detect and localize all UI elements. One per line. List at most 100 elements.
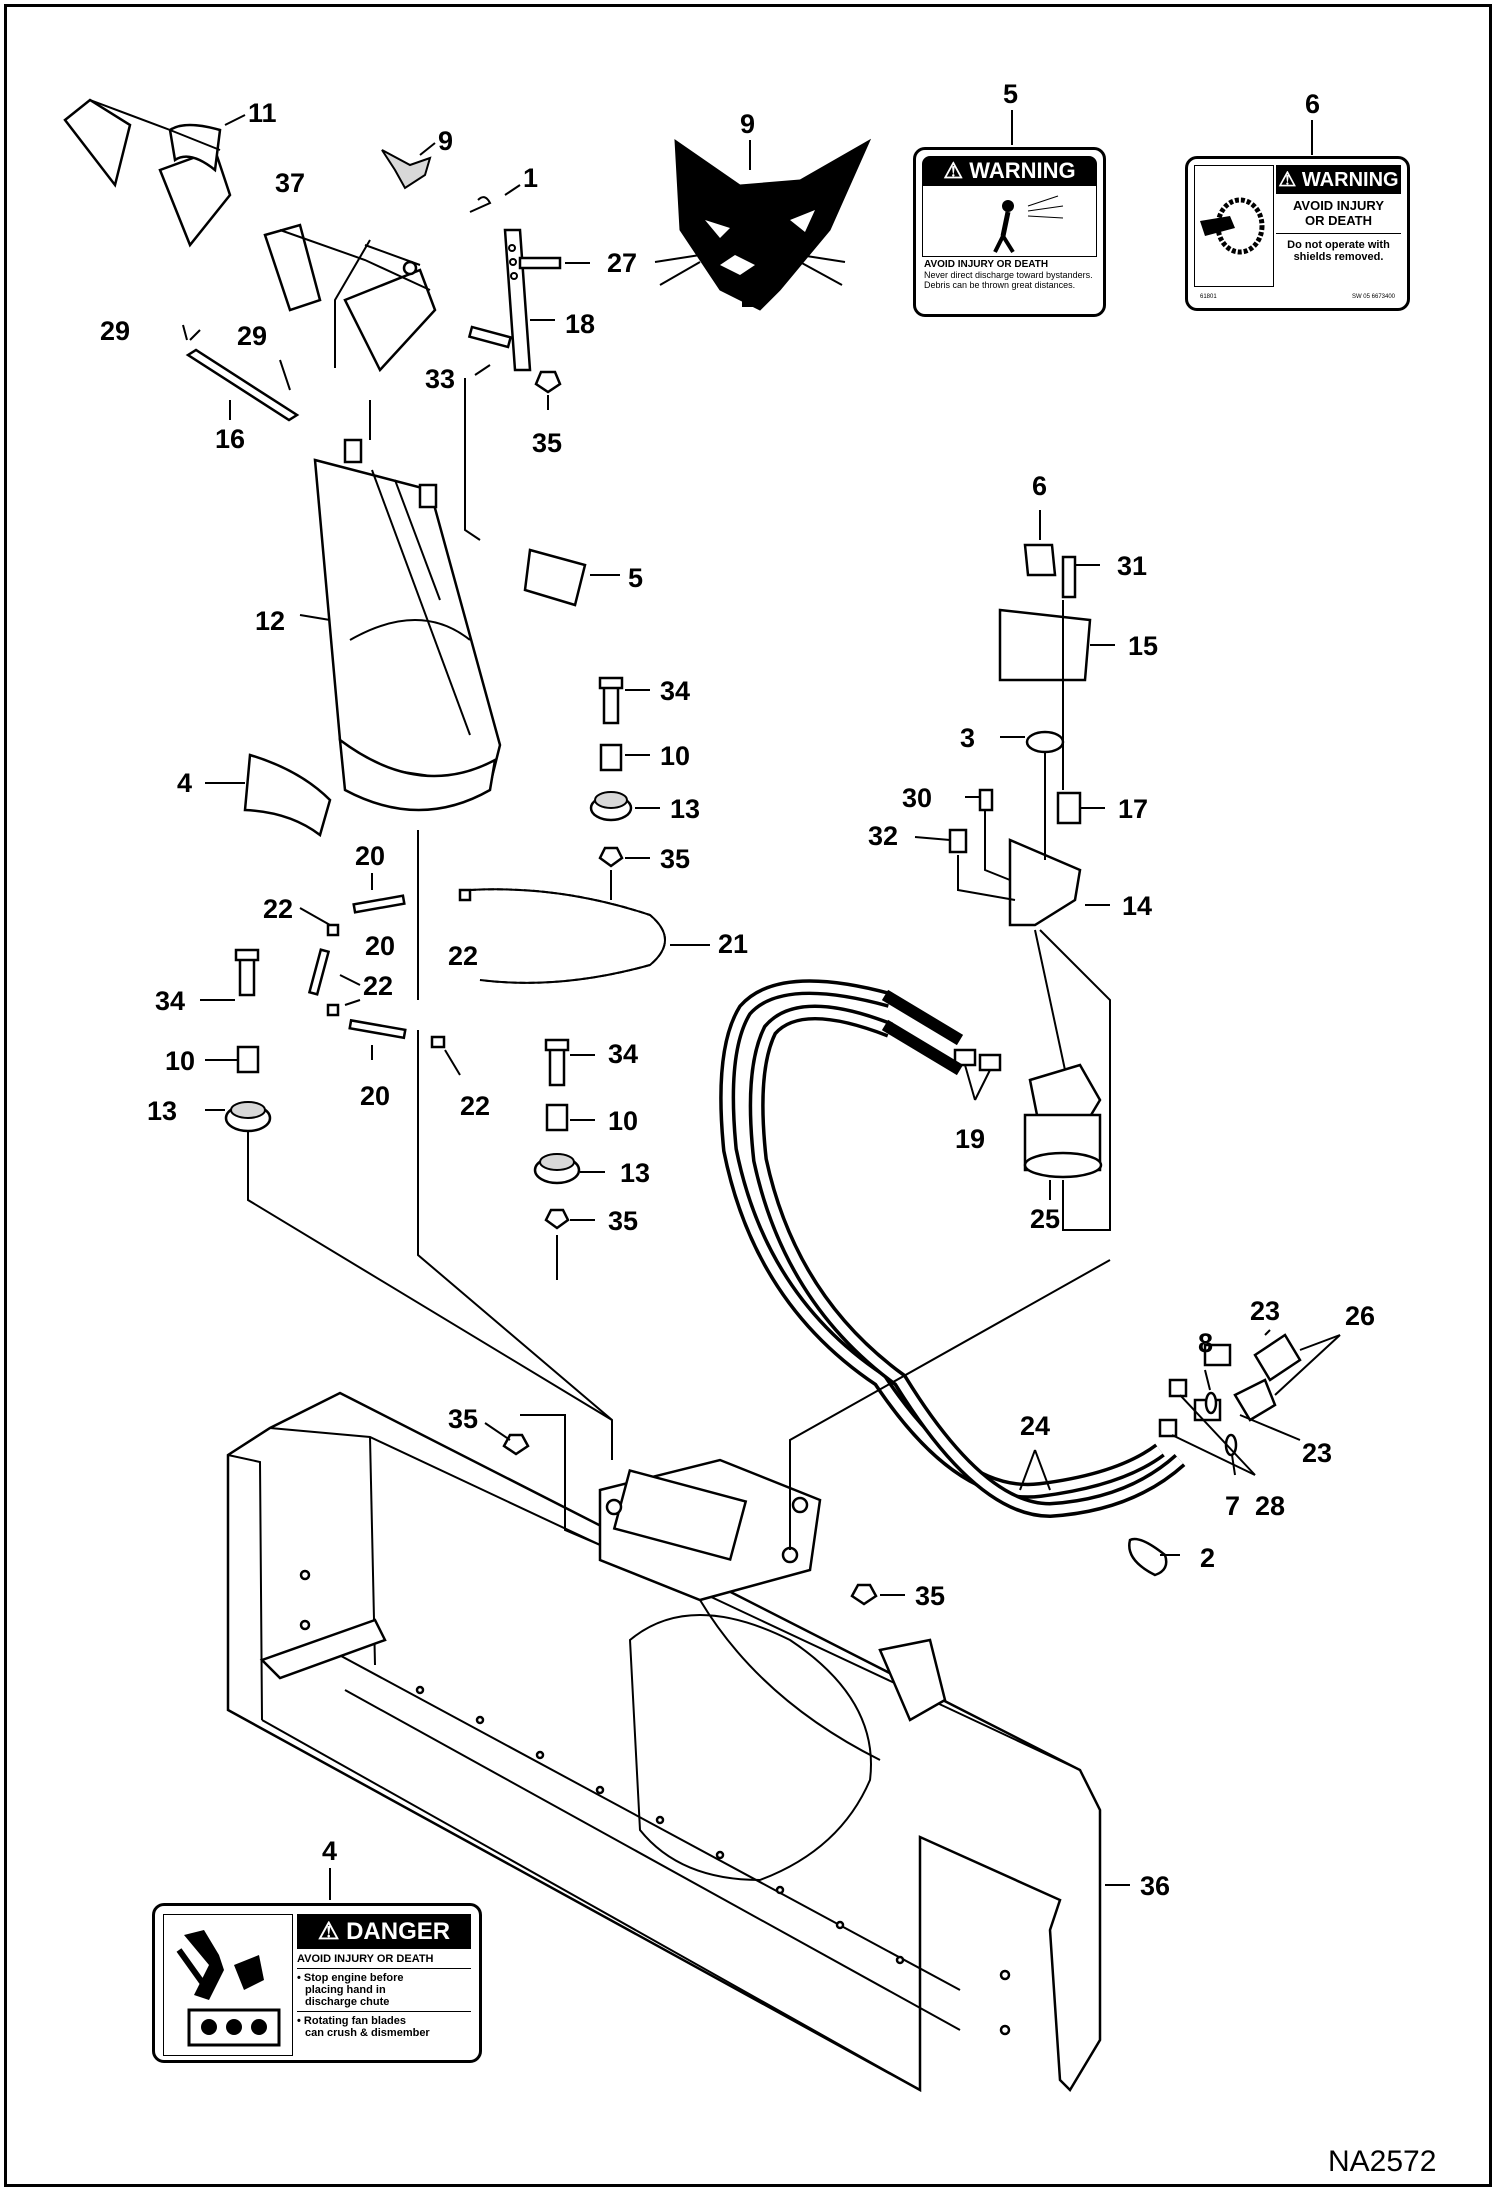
callout-22-d: 22 (460, 1091, 490, 1121)
danger-triangle-icon: ⚠ (317, 1918, 340, 1945)
callout-6-small: 6 (1032, 471, 1047, 501)
bystander-pictogram (922, 186, 1097, 257)
warning-decal-shields: ⚠ WARNING AVOID INJURY OR DEATH Do not o… (1185, 156, 1410, 311)
callout-4-decal: 4 (322, 1836, 337, 1866)
spacer-17 (1056, 791, 1082, 825)
drive-chain-21 (469, 888, 666, 984)
warning-decal-discharge: ⚠ WARNING AVOID INJURY OR DEATH Never di… (913, 147, 1106, 317)
callout-13-right: 13 (620, 1158, 650, 1188)
coupler-26-a (1253, 1333, 1302, 1382)
hydraulic-motor-25 (1023, 1063, 1103, 1179)
warning-text-shields-1: Do not operate with (1287, 239, 1390, 251)
callout-34-upper: 34 (660, 676, 690, 706)
adjust-rod-18 (503, 228, 532, 372)
callout-24: 24 (1020, 1411, 1050, 1441)
callout-32: 32 (868, 821, 898, 851)
callout-7: 7 (1225, 1491, 1240, 1521)
callout-35-housing-left: 35 (448, 1404, 478, 1434)
bushing-3 (1025, 730, 1065, 754)
danger-bullet2-line1: • Rotating fan blades (297, 2015, 406, 2027)
callout-13-upper: 13 (670, 794, 700, 824)
hose-tie-2 (1128, 1537, 1168, 1577)
bolt-stack-left (224, 948, 272, 1133)
warning-header: WARNING (969, 158, 1076, 183)
callout-33: 33 (425, 364, 455, 394)
callout-18: 18 (565, 309, 595, 339)
chain-hand-pictogram (1194, 165, 1274, 287)
connector-22-d (430, 1035, 446, 1049)
callout-15: 15 (1128, 631, 1158, 661)
callout-26: 26 (1345, 1301, 1375, 1331)
danger-bullet1-line3: discharge chute (305, 1996, 390, 2008)
bolt-stack-right (533, 1038, 581, 1230)
bolt-31 (1061, 555, 1077, 599)
shield-15 (998, 608, 1092, 682)
callout-21: 21 (718, 929, 748, 959)
pin-1 (469, 196, 492, 213)
connector-22-a (458, 888, 472, 902)
callout-29-a: 29 (100, 316, 130, 346)
cotter-pin-29-a (182, 324, 188, 341)
callout-20-b: 20 (365, 931, 395, 961)
warning-code-right: SW 05 6673400 (1351, 294, 1395, 300)
drawing-frame (4, 4, 1492, 2187)
callout-22-c: 22 (363, 971, 393, 1001)
chain-link-20-b (307, 948, 331, 996)
callout-31: 31 (1117, 551, 1147, 581)
decal-4-small (243, 753, 332, 838)
callout-29-b: 29 (237, 321, 267, 351)
deflector-cap-11 (63, 98, 232, 248)
danger-title: AVOID INJURY OR DEATH (297, 1953, 434, 1965)
callout-3: 3 (960, 723, 975, 753)
callout-22-a: 22 (263, 894, 293, 924)
callout-5-small: 5 (628, 563, 643, 593)
drawing-id: NA2572 (1328, 2145, 1437, 2178)
callout-12: 12 (255, 606, 285, 636)
danger-bullet1-line2: placing hand in (305, 1984, 386, 1996)
callout-35-top: 35 (532, 428, 562, 458)
callout-labels: 11 9 1 27 37 18 29 29 33 35 16 5 12 34 1… (100, 79, 1375, 1901)
chute-deflector-37 (263, 223, 437, 373)
callout-30: 30 (902, 783, 932, 813)
callout-8: 8 (1198, 1328, 1213, 1358)
callout-4-small: 4 (177, 768, 192, 798)
chain-link-20-c (348, 1018, 407, 1040)
warning-text-shields-2: shields removed. (1293, 251, 1384, 263)
callout-2: 2 (1200, 1543, 1215, 1573)
warning-title-shields-1: AVOID INJURY (1292, 198, 1384, 213)
callout-20-a: 20 (355, 841, 385, 871)
callout-13-left: 13 (147, 1096, 177, 1126)
callout-10-upper: 10 (660, 741, 690, 771)
callout-10-right: 10 (608, 1106, 638, 1136)
fitting-28-b (1158, 1418, 1178, 1438)
bolt-32 (948, 828, 968, 854)
bolt-stack-upper (589, 676, 633, 868)
danger-bullet2-line2: can crush & dismember (305, 2027, 430, 2039)
adapter-23-a (1203, 1343, 1232, 1367)
chain-link-20-a (352, 894, 406, 914)
logo-decal-9-large (654, 138, 872, 311)
hydraulic-hoses-24 (719, 979, 1186, 1519)
callout-34-left: 34 (155, 986, 185, 1016)
bolt-30 (978, 788, 994, 812)
callout-36: 36 (1140, 1871, 1170, 1901)
motor-mount-14 (1008, 838, 1082, 927)
warning-title: AVOID INJURY OR DEATH (924, 259, 1049, 270)
warning-triangle-icon: ⚠ (943, 158, 964, 183)
discharge-chute-12 (313, 438, 502, 812)
coupler-26-b (1233, 1378, 1277, 1422)
hand-blade-pictogram (163, 1914, 293, 2056)
nut-35-top (534, 370, 562, 394)
callout-11: 11 (248, 98, 277, 128)
callout-22-b: 22 (448, 941, 478, 971)
warning-header-shields: WARNING (1301, 169, 1399, 191)
bolt-27 (518, 256, 562, 270)
callout-14: 14 (1122, 891, 1152, 921)
callout-34-right: 34 (608, 1039, 638, 1069)
callout-28: 28 (1255, 1491, 1285, 1521)
blower-housing-36 (226, 1391, 1102, 2093)
callout-35-housing-right: 35 (915, 1581, 945, 1611)
callout-23-a: 23 (1250, 1296, 1280, 1326)
warning-code-left: 61801 (1200, 294, 1217, 300)
